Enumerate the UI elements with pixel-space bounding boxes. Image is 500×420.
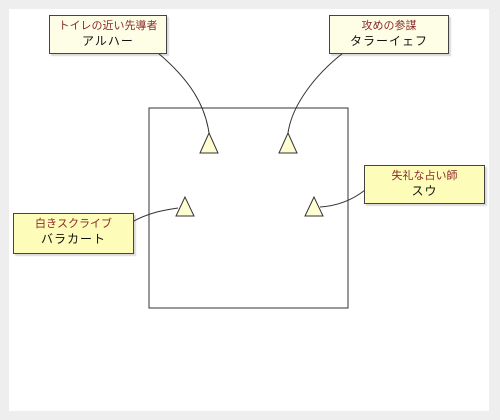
role-text: トイレの近い先導者 bbox=[58, 19, 158, 32]
label-box-left[interactable]: 白きスクライブ バラカート bbox=[13, 213, 134, 254]
connector-top-right bbox=[287, 52, 344, 134]
marker-right[interactable] bbox=[304, 195, 324, 217]
marker-top-right[interactable] bbox=[278, 131, 298, 154]
name-text: バラカート bbox=[40, 232, 106, 246]
marker-top-left[interactable] bbox=[199, 131, 219, 154]
label-box-top-left[interactable]: トイレの近い先導者 アルハー bbox=[49, 15, 167, 54]
connector-right bbox=[319, 189, 366, 208]
marker-left[interactable] bbox=[175, 195, 195, 217]
name-text: スウ bbox=[411, 184, 438, 198]
name-text: タラーイェフ bbox=[349, 34, 428, 48]
label-box-right[interactable]: 失礼な占い師 スウ bbox=[364, 165, 485, 204]
connector-top-left bbox=[157, 52, 210, 134]
diagram-canvas bbox=[9, 9, 489, 411]
role-text: 白きスクライブ bbox=[35, 217, 112, 230]
role-text: 失礼な占い師 bbox=[391, 169, 458, 182]
label-box-top-right[interactable]: 攻めの参謀 タラーイェフ bbox=[329, 15, 449, 54]
connector-left bbox=[131, 207, 179, 223]
center-square bbox=[148, 107, 349, 309]
role-text: 攻めの参謀 bbox=[361, 19, 417, 32]
name-text: アルハー bbox=[82, 34, 134, 48]
